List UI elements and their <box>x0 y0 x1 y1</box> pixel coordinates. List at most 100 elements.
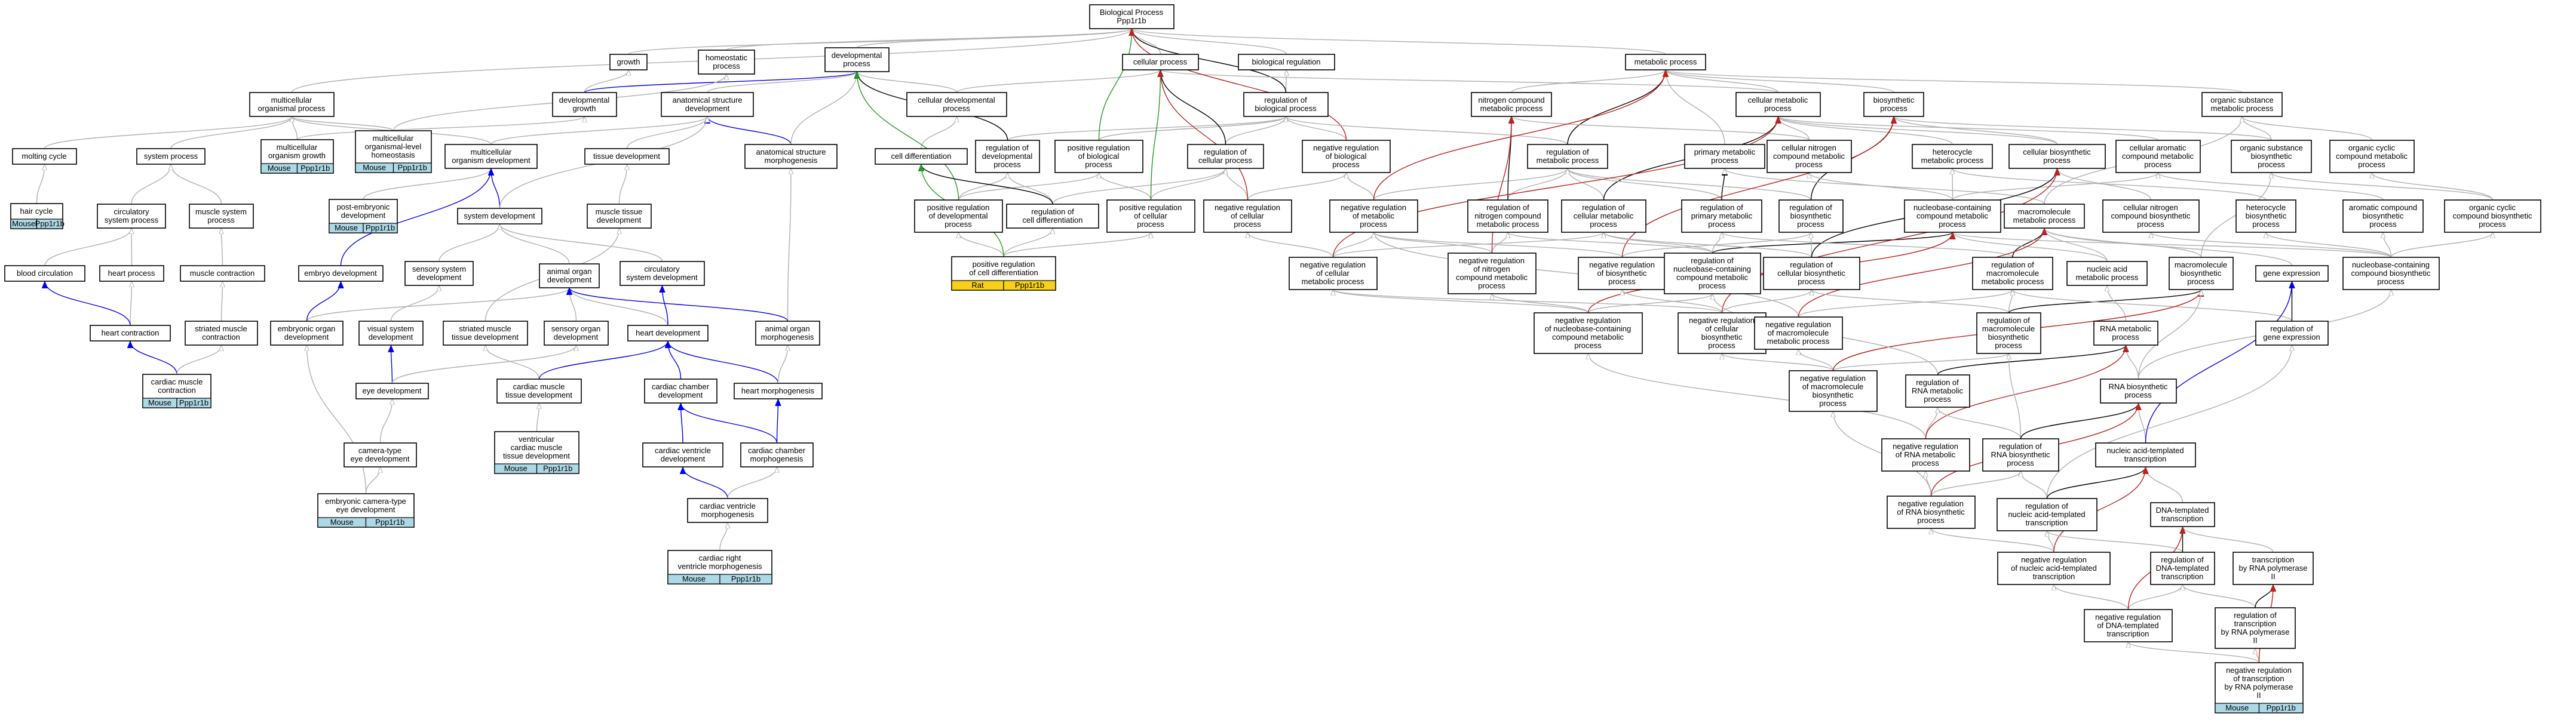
go-term-node[interactable]: system development <box>457 208 542 224</box>
go-term-node[interactable]: system process <box>136 148 206 165</box>
go-term-node[interactable]: regulation ofmacromoleculebiosyntheticpr… <box>1976 312 2041 354</box>
go-term-node[interactable]: heart morphogenesis <box>734 383 823 399</box>
go-term-node[interactable]: cellular process <box>1122 54 1199 70</box>
go-term-node[interactable]: heart development <box>627 325 709 341</box>
go-term-node[interactable]: cell differentiation <box>875 148 968 165</box>
go-term-node[interactable]: heart contraction <box>90 325 171 341</box>
go-term-node[interactable]: gene expression <box>2255 265 2329 282</box>
go-term-node[interactable]: metabolic process <box>1625 54 1706 70</box>
go-term-node[interactable]: tissue development <box>584 148 670 165</box>
go-term-node[interactable]: muscle contraction <box>180 265 265 282</box>
go-term-node[interactable]: biological regulation <box>1238 54 1335 70</box>
go-term-node[interactable]: growth <box>609 54 648 70</box>
go-term-node[interactable]: regulation ofnucleobase-containingcompou… <box>1664 253 1761 294</box>
go-term-node[interactable]: eye development <box>355 383 429 399</box>
go-term-node[interactable]: embryo development <box>298 265 384 282</box>
go-term-node[interactable]: multicellularorganismal-levelhomeostasis… <box>355 130 432 173</box>
go-term-node[interactable]: molting cycle <box>12 148 77 165</box>
